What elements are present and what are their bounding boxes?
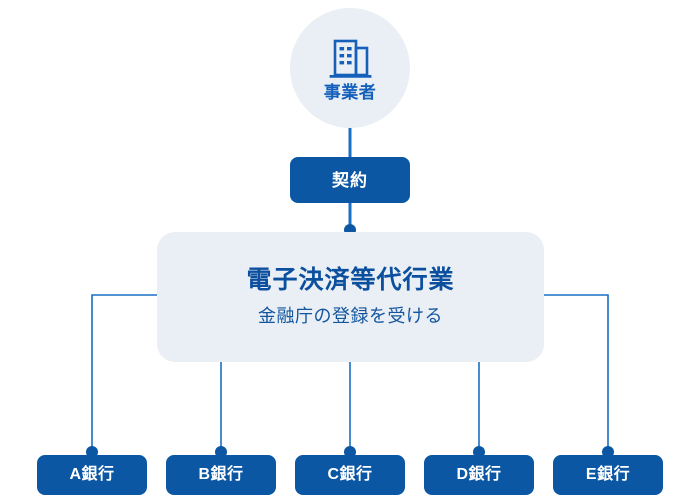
connector-main-to-bank-e [544, 294, 609, 453]
bank-node-b: B銀行 [166, 455, 276, 495]
contract-node: 契約 [290, 157, 410, 203]
bank-label: A銀行 [69, 466, 115, 483]
bank-node-a: A銀行 [37, 455, 147, 495]
bank-label: C銀行 [327, 466, 373, 483]
bank-label: B銀行 [198, 466, 244, 483]
actor-label: 事業者 [323, 82, 377, 102]
bank-label: E銀行 [585, 466, 631, 483]
contract-label: 契約 [332, 170, 368, 190]
main-entity-subtitle: 金融庁の登録を受ける [258, 305, 443, 326]
bank-label: D銀行 [456, 466, 502, 483]
bank-node-e: E銀行 [553, 455, 663, 495]
bank-node-c: C銀行 [295, 455, 405, 495]
main-entity-title: 電子決済等代行業 [246, 266, 455, 295]
office-building-icon [329, 39, 372, 78]
connector-main-to-bank-a [91, 294, 157, 453]
main-entity-node: 電子決済等代行業 金融庁の登録を受ける [157, 232, 544, 362]
bank-node-d: D銀行 [424, 455, 534, 495]
actor-node: 事業者 [290, 8, 410, 128]
